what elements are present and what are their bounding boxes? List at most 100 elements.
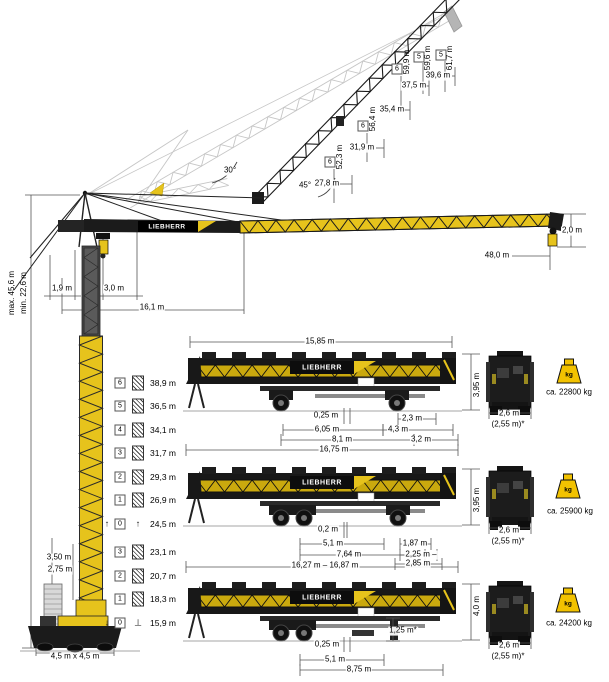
section-index-box: 2 <box>114 570 126 582</box>
section-index-box: 1 <box>114 494 126 506</box>
dimension-label: 8,75 m <box>345 664 373 675</box>
liebherr-logo-truck-3: LIEBHERR <box>302 594 342 602</box>
transport-truck-3 <box>183 582 462 642</box>
section-index-box: 5 <box>114 400 126 412</box>
hook-height-label: 61,7 m <box>445 45 454 71</box>
dimension-label: 16,1 m <box>138 302 166 313</box>
climb-arrow-icon: ↑ <box>135 518 141 529</box>
dimension-label: 0,25 m <box>313 639 341 650</box>
rear-view-2 <box>486 466 534 530</box>
section-height-label: 34,1 m <box>150 425 176 435</box>
dimension-label: 8,1 m <box>330 434 354 445</box>
dimension-label: 15,85 m <box>304 336 336 347</box>
section-height-label: 23,1 m <box>150 547 176 557</box>
section-count-box: 6 <box>357 120 369 132</box>
dimension-label: 35,4 m <box>378 104 406 115</box>
hook-height-label: 59,6 m <box>423 45 432 71</box>
section-index-box: 6 <box>114 377 126 389</box>
section-count-box: 5 <box>413 51 425 63</box>
tower-section-icon <box>132 544 144 560</box>
tower-section-icon <box>132 422 144 438</box>
dimension-label: 16,75 m <box>318 444 350 455</box>
section-index-box: 1 <box>114 593 126 605</box>
kg-weight-icon-label-1: kg <box>565 371 573 379</box>
tower-section-icon <box>132 398 144 414</box>
dimension-label: 2,85 m <box>404 558 432 569</box>
dimension-label: 16,27 m – 16,87 m <box>290 560 360 571</box>
weight-icon-1 <box>556 358 582 384</box>
kg-weight-icon-label-3: kg <box>564 600 572 608</box>
dimension-label: 5,1 m <box>321 538 345 549</box>
dimension-label: 3,50 m <box>45 552 73 563</box>
dimension-label: 2,0 m <box>560 225 584 236</box>
hook-height-label: 52,3 m <box>335 144 344 170</box>
dimension-label: 4,5 m x 4,5 m <box>49 651 101 662</box>
section-count-box: 6 <box>324 156 336 168</box>
dimension-label: 2,6 m <box>497 408 521 419</box>
dimension-label: 27,8 m <box>313 178 341 189</box>
vertical-dimension-label: 3,95 m <box>472 372 481 398</box>
dimension-label: 2,25 m – <box>404 549 438 560</box>
tower-section-icon <box>132 469 144 485</box>
section-index-box: 4 <box>114 424 126 436</box>
dimension-label: 6,05 m <box>313 424 341 435</box>
dimension-label: 45° <box>297 180 313 191</box>
kg-weight-icon-label-2: kg <box>564 486 572 494</box>
weight-icon-3 <box>555 587 581 613</box>
dimension-label: 2,6 m <box>497 525 521 536</box>
dimension-label: 2,6 m <box>497 640 521 651</box>
dimension-label: 37,5 m <box>400 80 428 91</box>
dimension-label: 0,25 m <box>312 410 340 421</box>
hook-height-label: 59,9 m <box>402 49 411 75</box>
hook-height-label: 56,4 m <box>368 106 377 132</box>
dimension-label: 39,6 m <box>424 70 452 81</box>
dimension-label: 7,64 m <box>335 549 363 560</box>
climb-arrow-icon: ⊥ <box>134 617 142 628</box>
dimension-label: 0,2 m <box>316 524 340 535</box>
tower-section-icon <box>132 445 144 461</box>
dimension-label: 30° <box>222 165 238 176</box>
liebherr-logo-truck-2: LIEBHERR <box>302 479 342 487</box>
dimension-label: (2,55 m)* <box>490 419 526 430</box>
climb-arrow-icon: ↑ <box>104 518 110 529</box>
section-height-label: 29,3 m <box>150 472 176 482</box>
vertical-dimension-label: min. 22,6 m <box>19 272 28 314</box>
section-index-box: 3 <box>114 546 126 558</box>
dimension-label: 3,0 m <box>102 283 126 294</box>
dimension-label: 1,25 m* <box>388 625 418 636</box>
vertical-dimension-label: max. 45,6 m <box>7 270 16 316</box>
dimension-label: 31,9 m <box>348 142 376 153</box>
section-index-box: 3 <box>114 447 126 459</box>
transport-truck-1 <box>183 352 462 412</box>
section-height-label: 24,5 m <box>150 519 176 529</box>
liebherr-logo-truck-1: LIEBHERR <box>302 364 342 372</box>
rear-view-1 <box>486 351 534 415</box>
tower-section-icon <box>132 568 144 584</box>
tower-crane <box>13 0 564 653</box>
section-height-label: 38,9 m <box>150 378 176 388</box>
dimension-label: 2,75 m <box>46 564 74 575</box>
weight-icon-2 <box>555 473 581 499</box>
dimension-label: 1,9 m <box>50 283 74 294</box>
dimension-label: 5,1 m <box>323 654 347 665</box>
section-height-label: 31,7 m <box>150 448 176 458</box>
dimension-label: (2,55 m)* <box>490 651 526 662</box>
section-height-label: 26,9 m <box>150 495 176 505</box>
dimension-label: 48,0 m <box>483 250 511 261</box>
dimension-label: 1,87 m <box>401 538 429 549</box>
dimension-label: (2,55 m)* <box>490 536 526 547</box>
section-height-label: 36,5 m <box>150 401 176 411</box>
dimension-label: 3,2 m <box>409 434 433 445</box>
section-height-label: 20,7 m <box>150 571 176 581</box>
tower-section-icon <box>132 375 144 391</box>
vertical-dimension-label: 3,95 m <box>472 487 481 513</box>
vertical-dimension-label: 4,0 m <box>472 595 481 617</box>
dimension-label: ca. 24200 kg <box>545 618 593 629</box>
tower-section-icon <box>132 591 144 607</box>
section-index-box: 0 <box>114 518 126 530</box>
liebherr-logo-jib: LIEBHERR <box>148 223 186 231</box>
section-height-label: 15,9 m <box>150 618 176 628</box>
ghost-boom-30deg <box>84 5 463 209</box>
